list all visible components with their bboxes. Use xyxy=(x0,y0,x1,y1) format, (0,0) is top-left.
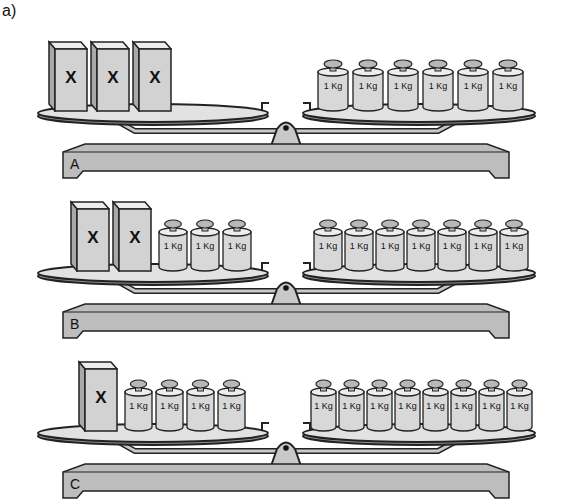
weight-label: 1 Kg xyxy=(499,241,529,251)
kilogram-weight: 1 Kg xyxy=(366,378,393,432)
weight-label: 1 Kg xyxy=(422,401,449,411)
kilogram-weight: 1 Kg xyxy=(310,378,337,432)
weight-label: 1 Kg xyxy=(437,241,467,251)
unknown-mass-box: X xyxy=(132,40,172,112)
kilogram-weight: 1 Kg xyxy=(387,58,419,112)
weight-label: 1 Kg xyxy=(478,401,505,411)
shape-outline xyxy=(62,143,510,179)
weight-label: 1 Kg xyxy=(457,81,489,91)
weight-label: 1 Kg xyxy=(352,81,384,91)
unknown-letter: X xyxy=(139,68,171,88)
weight-label: 1 Kg xyxy=(506,401,533,411)
kilogram-weight: 1 Kg xyxy=(450,378,477,432)
kilogram-weight: 1 Kg xyxy=(422,58,454,112)
scale-letter: A xyxy=(70,156,79,172)
weight-label: 1 Kg xyxy=(313,241,343,251)
unknown-mass-box: X xyxy=(70,200,110,272)
shape-outline xyxy=(62,303,510,339)
weight-label: 1 Kg xyxy=(468,241,498,251)
kilogram-weight: 1 Kg xyxy=(375,218,405,272)
kilogram-weight: 1 Kg xyxy=(437,218,467,272)
unknown-letter: X xyxy=(77,228,109,248)
kilogram-weight: 1 Kg xyxy=(468,218,498,272)
kilogram-weight: 1 Kg xyxy=(352,58,384,112)
scale-letter: B xyxy=(70,316,79,332)
part-label: a) xyxy=(2,2,16,20)
kilogram-weight: 1 Kg xyxy=(217,378,246,432)
kilogram-weight: 1 Kg xyxy=(406,218,436,272)
scale-base: C xyxy=(62,463,510,499)
kilogram-weight: 1 Kg xyxy=(394,378,421,432)
weight-label: 1 Kg xyxy=(422,81,454,91)
unknown-letter: X xyxy=(97,68,129,88)
unknown-letter: X xyxy=(119,228,151,248)
weight-label: 1 Kg xyxy=(222,241,252,251)
kilogram-weight: 1 Kg xyxy=(422,378,449,432)
kilogram-weight: 1 Kg xyxy=(499,218,529,272)
kilogram-weight: 1 Kg xyxy=(478,378,505,432)
kilogram-weight: 1 Kg xyxy=(155,378,184,432)
shape-outline xyxy=(62,463,510,499)
weight-label: 1 Kg xyxy=(190,241,220,251)
weight-label: 1 Kg xyxy=(387,81,419,91)
weight-label: 1 Kg xyxy=(492,81,524,91)
weight-label: 1 Kg xyxy=(375,241,405,251)
kilogram-weight: 1 Kg xyxy=(124,378,153,432)
kilogram-weight: 1 Kg xyxy=(313,218,343,272)
unknown-letter: X xyxy=(85,388,117,408)
weight-label: 1 Kg xyxy=(155,401,184,411)
kilogram-weight: 1 Kg xyxy=(317,58,349,112)
unknown-mass-box: X xyxy=(90,40,130,112)
kilogram-weight: 1 Kg xyxy=(158,218,188,272)
weight-label: 1 Kg xyxy=(217,401,246,411)
scale-base: A xyxy=(62,143,510,179)
kilogram-weight: 1 Kg xyxy=(186,378,215,432)
weight-label: 1 Kg xyxy=(124,401,153,411)
weight-label: 1 Kg xyxy=(317,81,349,91)
unknown-mass-box: X xyxy=(78,360,118,432)
weight-label: 1 Kg xyxy=(366,401,393,411)
kilogram-weight: 1 Kg xyxy=(190,218,220,272)
kilogram-weight: 1 Kg xyxy=(492,58,524,112)
weight-label: 1 Kg xyxy=(406,241,436,251)
scale-letter: C xyxy=(70,476,80,492)
weight-label: 1 Kg xyxy=(186,401,215,411)
scale-base: B xyxy=(62,303,510,339)
weight-label: 1 Kg xyxy=(158,241,188,251)
weight-label: 1 Kg xyxy=(310,401,337,411)
weight-label: 1 Kg xyxy=(344,241,374,251)
unknown-letter: X xyxy=(55,68,87,88)
kilogram-weight: 1 Kg xyxy=(344,218,374,272)
weight-label: 1 Kg xyxy=(338,401,365,411)
unknown-mass-box: X xyxy=(48,40,88,112)
weight-label: 1 Kg xyxy=(450,401,477,411)
kilogram-weight: 1 Kg xyxy=(338,378,365,432)
weight-label: 1 Kg xyxy=(394,401,421,411)
kilogram-weight: 1 Kg xyxy=(457,58,489,112)
kilogram-weight: 1 Kg xyxy=(506,378,533,432)
kilogram-weight: 1 Kg xyxy=(222,218,252,272)
unknown-mass-box: X xyxy=(112,200,152,272)
